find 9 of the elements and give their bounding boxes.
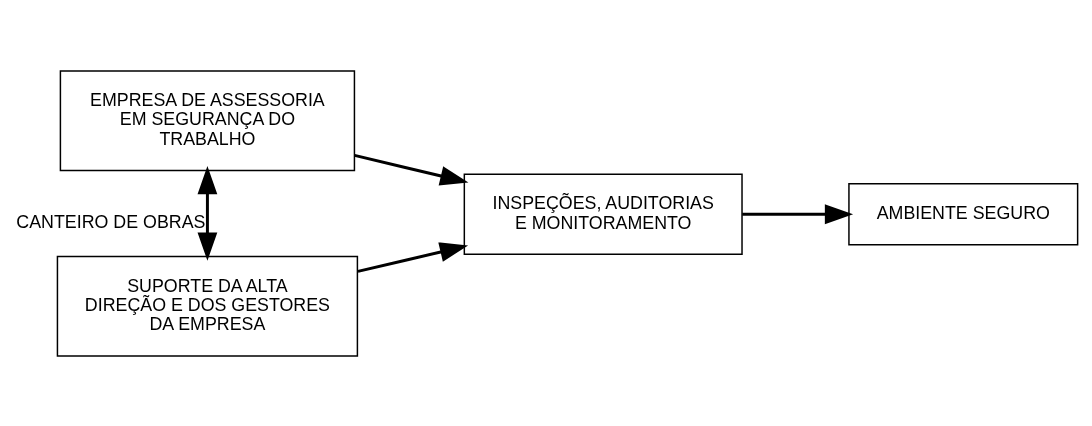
edge-label: CANTEIRO DE OBRAS <box>16 211 206 232</box>
node-box: AMBIENTE SEGURO <box>848 182 1079 245</box>
arrow <box>197 165 218 261</box>
node-box: SUPORTE DA ALTA DIREÇÃO E DOS GESTORES DA EMPRESA <box>56 255 359 357</box>
node-box: INSPEÇÕES, AUDITORIAS E MONITORAMENTO <box>463 172 743 255</box>
arrow <box>354 153 469 186</box>
arrow <box>357 241 469 273</box>
node-box: EMPRESA DE ASSESSORIA EM SEGURANÇA DO TRABALHO <box>59 69 356 171</box>
arrow <box>742 203 854 224</box>
